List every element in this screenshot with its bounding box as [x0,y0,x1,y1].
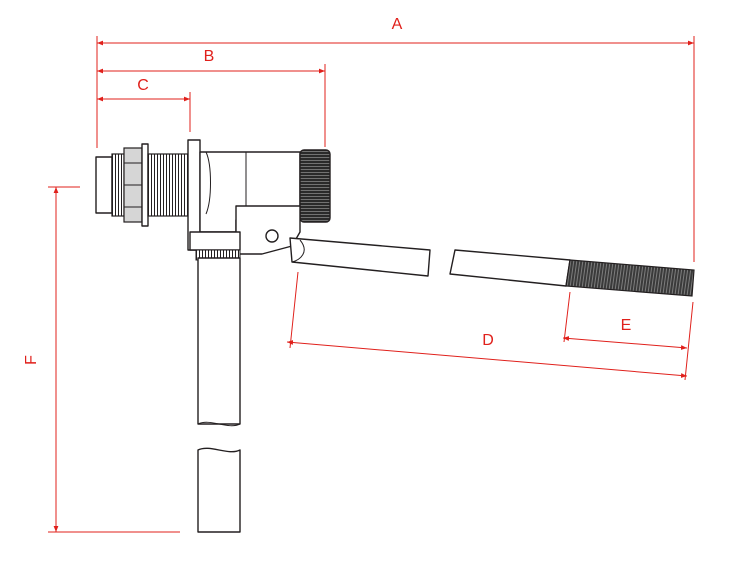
knurled-knob [299,149,331,223]
dimension-d-label: D [482,332,494,349]
float-arm [289,237,695,297]
dimension-c-label: C [137,77,149,94]
downpipe [197,257,241,533]
dimension-d: D [286,271,694,381]
dimension-a: A [96,16,695,262]
dimension-b: B [97,48,326,147]
dimension-e-label: E [621,317,632,334]
inlet-end-cap [95,156,113,214]
dimension-f: F [23,186,180,533]
outlet-collar [189,231,241,251]
dimension-c: C [97,77,191,132]
dimension-e: E [562,291,688,350]
downpipe-lower [197,447,241,533]
body-thread [147,153,189,217]
inlet-thread [111,153,125,217]
downpipe-upper [197,257,241,425]
valve-body [95,139,331,261]
float-arm-lower [449,249,571,287]
float-arm-upper [289,237,431,277]
washer [141,143,149,227]
pivot-pin [265,229,279,243]
float-arm-thread [565,259,695,297]
dimension-b-label: B [204,48,215,65]
dimension-a-label: A [392,16,403,33]
dimension-f-label: F [23,355,40,365]
